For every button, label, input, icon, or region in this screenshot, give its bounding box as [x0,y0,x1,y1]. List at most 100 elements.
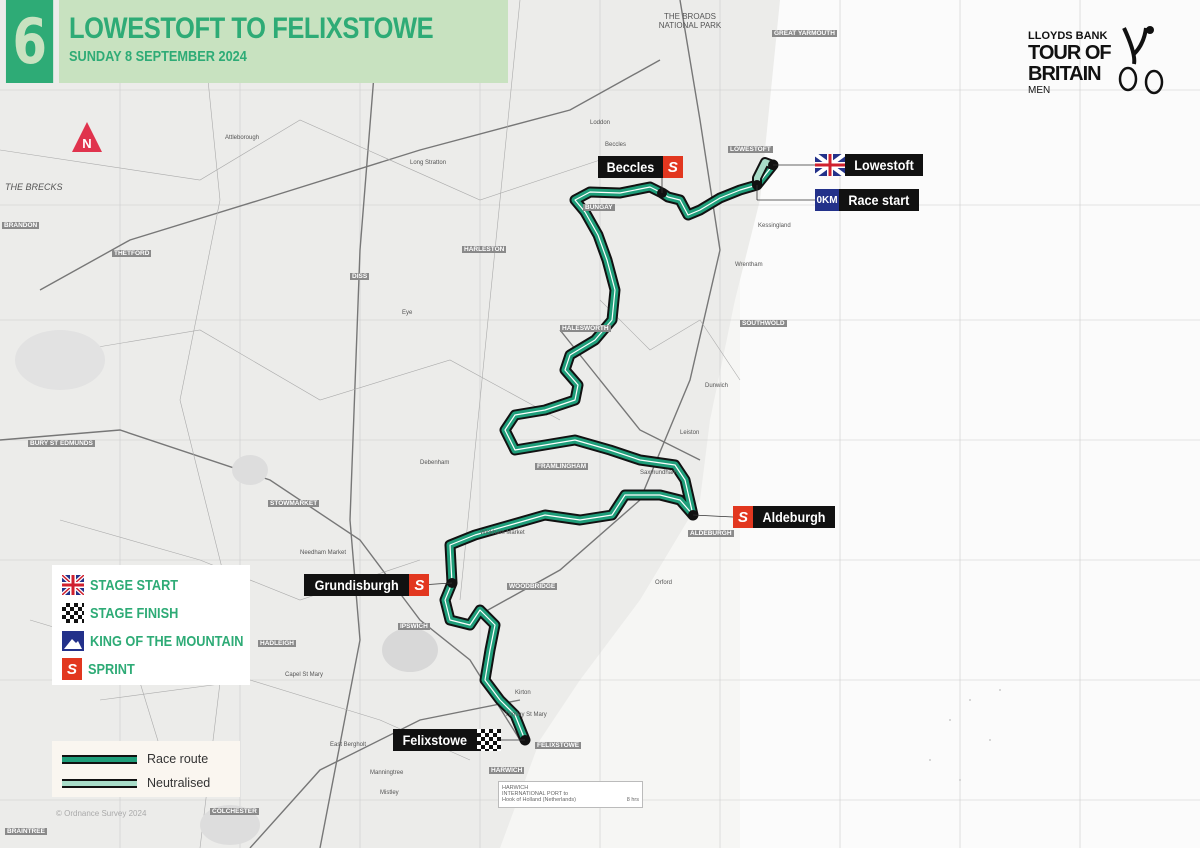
sprint-icon: S [733,506,753,528]
sprint-icon: S [409,574,430,596]
legend-neutralised: Neutralised [62,771,230,795]
place-label: East Bergholt [330,742,367,748]
legend-label: Race route [147,752,209,766]
label-text: Race start [848,192,910,208]
place-label: Wickham Market [480,530,525,536]
legend-label: STAGE START [90,576,179,594]
label-text: Felixstowe [402,732,468,748]
label-lowestoft: Lowestoft [815,154,924,176]
label-race-start: 0KM Race start [815,189,919,211]
north-label: N [82,136,91,151]
stage-header: 6 LOWESTOFT TO FELIXSTOWE SUNDAY 8 SEPTE… [0,0,508,83]
place-label: Capel St Mary [285,672,324,678]
bury-urban [232,455,268,485]
place-label: Needham Market [300,550,347,556]
stage-number: 6 [5,0,54,83]
north-arrow-icon [72,122,102,152]
place-label: Manningtree [370,770,404,776]
logo-line: BRITAIN [1028,63,1102,85]
town-label: ALDEBURGH [688,530,734,537]
place-label: Orford [655,580,673,586]
label-aldeburgh: S Aldeburgh [733,506,835,528]
town-label: BRAINTREE [5,828,47,835]
place-label: Saxmundham [640,470,678,476]
legend-item-sprint: S SPRINT [62,655,240,683]
ferry-duration: 8 hrs [626,797,639,803]
sea-area [740,0,1200,848]
ferry-text: HARWICH [502,785,529,791]
town-label: FRAMLINGHAM [535,463,589,470]
label-beccles: Beccles S [598,156,683,178]
place-label: THE BRECKS [5,182,63,192]
logo-line: MEN [1028,85,1051,96]
legend-label: KING OF THE MOUNTAIN [90,632,244,650]
race-route-swatch [62,754,137,764]
union-flag-icon [815,154,845,176]
logo-line: LLOYDS BANK [1028,30,1108,42]
place-label: Eye [402,310,413,316]
checkered-flag-icon [476,729,501,751]
town-label: BUNGAY [583,204,615,211]
town-label: BRANDON [2,222,40,229]
woodland [15,330,105,390]
place-label: Kessingland [758,223,791,229]
logo-line: TOUR OF [1028,42,1112,64]
town-label: SOUTHWOLD [740,320,787,327]
roads [0,0,721,848]
sprint-icon: S [62,658,82,680]
town-label: BURY ST EDMUNDS [28,440,95,447]
cyclist-icon [1118,26,1164,95]
place-label: Debenham [420,460,450,466]
stage-title: LOWESTOFT TO FELIXSTOWE [69,12,434,45]
legend: STAGE START STAGE FINISH KING OF THE MOU… [52,565,250,685]
town-label: GREAT YARMOUTH [772,30,837,37]
route-legend: Race route Neutralised [52,741,240,797]
place-label: Mistley [380,790,399,796]
place-label: THE BROADS NATIONAL PARK [658,12,722,30]
town-label: FELIXSTOWE [535,742,582,749]
town-label: COLCHESTER [210,808,259,815]
town-label: DISS [350,273,370,280]
sprint-icon: S [662,156,683,178]
town-label: HALESWORTH [560,325,611,332]
checkered-flag-icon [62,603,84,623]
place-label: Beccles [605,142,627,148]
town-label: HADLEIGH [258,640,296,647]
copyright: © Ordnance Survey 2024 [56,809,147,818]
place-label: Loddon [590,120,611,126]
place-label: Dunwich [705,383,729,389]
ferry-text: Hook of Holland (Netherlands) [502,797,576,803]
town-label: HARWICH [489,767,525,774]
place-label: Long Stratton [410,160,447,166]
label-text: Beccles [606,159,655,175]
legend-label: SPRINT [88,660,135,678]
town-label: THETFORD [112,250,152,257]
town-label: HARLESTON [462,246,507,253]
place-label: Leiston [680,430,700,436]
mountain-icon [62,631,84,651]
legend-label: Neutralised [147,776,211,790]
legend-item-king-of-the-mountain: KING OF THE MOUNTAIN [62,627,244,655]
ipswich-urban [382,628,438,672]
north-arrow: N [70,120,104,159]
wind-farm [929,689,1001,781]
legend-item-stage-start: STAGE START [62,571,240,599]
neutralised-swatch [62,778,137,788]
place-label: Attleborough [225,135,260,141]
place-label: Kirton [515,690,531,696]
ferry-text: INTERNATIONAL PORT to [502,791,569,797]
legend-label: STAGE FINISH [90,604,179,622]
label-text: Aldeburgh [762,509,826,525]
legend-race-route: Race route [62,747,230,771]
stage-date: SUNDAY 8 SEPTEMBER 2024 [69,48,248,65]
label-grundisburgh: Grundisburgh S [304,574,430,596]
ferry-info: HARWICH INTERNATIONAL PORT to Hook of Ho… [498,781,643,808]
colchester-urban [200,805,260,845]
km-badge: 0KM [815,189,839,211]
label-felixstowe: Felixstowe [393,729,501,751]
label-text: Grundisburgh [314,577,399,593]
town-label: STOWMARKET [268,500,320,507]
place-label: Wrentham [735,262,763,268]
legend-item-stage-finish: STAGE FINISH [62,599,240,627]
